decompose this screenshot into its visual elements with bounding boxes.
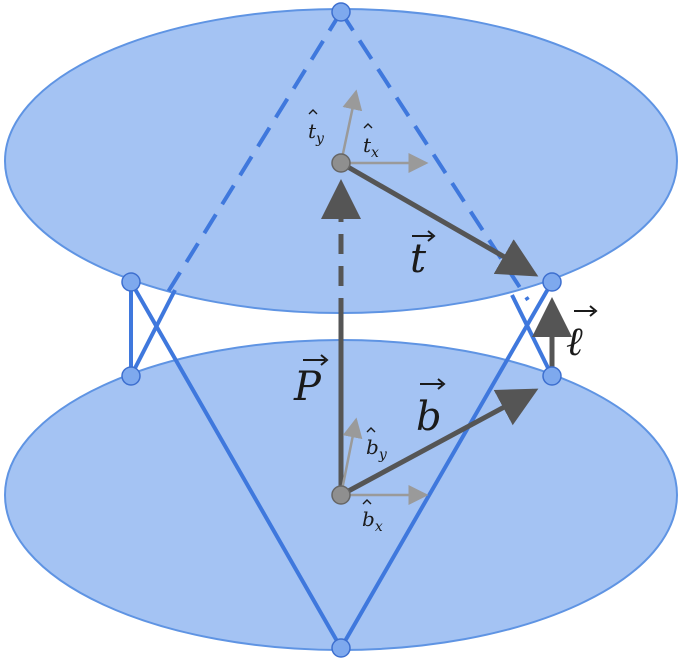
label-t-x-sub: x bbox=[371, 145, 379, 161]
left-leg-cross-a bbox=[129, 281, 343, 649]
svg-text:bx: bx bbox=[362, 507, 383, 535]
label-b-y-main: b bbox=[366, 435, 379, 459]
top-dashed-leg-left bbox=[161, 10, 343, 302]
label-l-text: ℓ bbox=[566, 319, 583, 365]
left-leg-cross-b bbox=[129, 289, 177, 377]
base-center-point bbox=[331, 485, 351, 505]
joint-top-left bbox=[121, 272, 141, 292]
label-b: b bbox=[416, 378, 446, 440]
axis-b-y bbox=[339, 417, 363, 496]
label-b-y: by bbox=[366, 427, 388, 463]
vector-t bbox=[339, 160, 539, 277]
top-center-point bbox=[331, 153, 351, 173]
label-l: ℓ bbox=[566, 305, 598, 365]
label-P-text: P bbox=[293, 364, 322, 410]
joint-base-left bbox=[121, 366, 141, 386]
label-t-y: ty bbox=[308, 109, 325, 147]
svg-text:by: by bbox=[366, 435, 388, 463]
joint-base-bottom bbox=[331, 638, 351, 658]
label-b-x: bx bbox=[362, 499, 383, 535]
svg-text:ty: ty bbox=[308, 119, 325, 147]
vector-b bbox=[339, 388, 539, 498]
label-t-x: tx bbox=[363, 123, 379, 161]
svg-text:tx: tx bbox=[363, 133, 379, 161]
axis-t-y bbox=[339, 89, 363, 164]
label-b-x-sub: x bbox=[375, 519, 383, 535]
label-b-text: b bbox=[416, 394, 442, 440]
label-b-y-sub: y bbox=[378, 447, 388, 463]
label-t-y-main: t bbox=[308, 119, 317, 143]
label-t-x-main: t bbox=[363, 133, 372, 157]
joint-base-right bbox=[542, 366, 562, 386]
label-t-text: t bbox=[410, 236, 427, 282]
joint-top-right bbox=[542, 272, 562, 292]
label-t: t bbox=[410, 230, 436, 282]
label-b-x-main: b bbox=[362, 507, 375, 531]
label-P: P bbox=[293, 354, 329, 410]
joint-top-apex bbox=[331, 2, 351, 22]
right-leg-cross-a bbox=[339, 281, 554, 649]
label-t-y-sub: y bbox=[315, 131, 325, 147]
